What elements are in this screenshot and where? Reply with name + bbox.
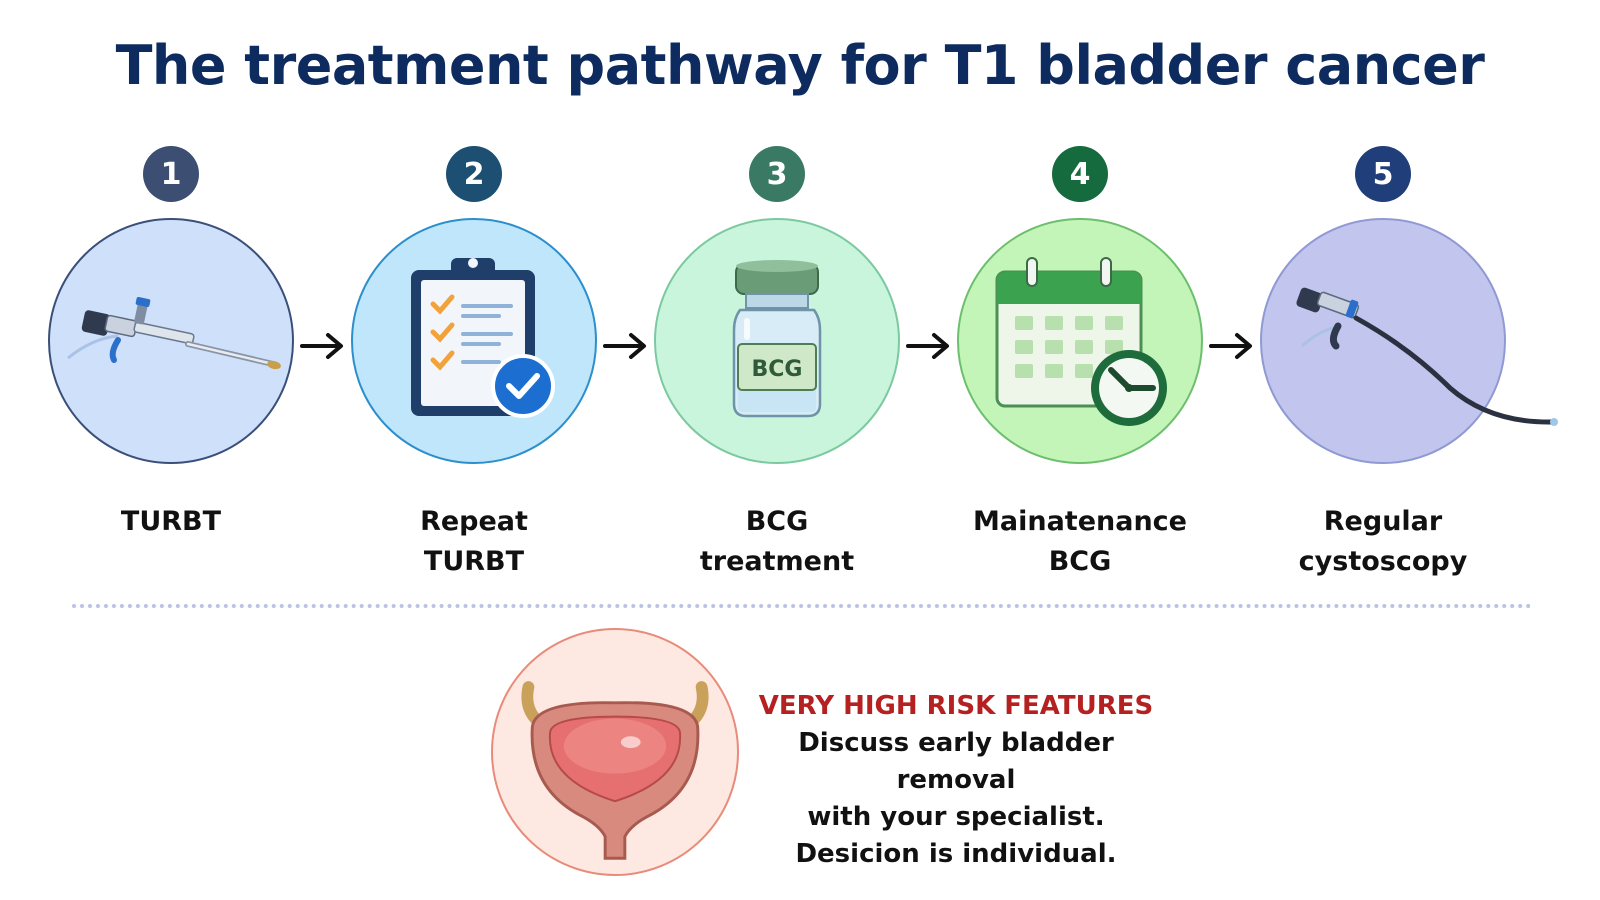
risk-heading: VERY HIGH RISK FEATURES [758,691,1154,721]
step-label-line1: BCG [745,506,809,537]
step-repeat-turbt: 2 Repeat TURBT [349,146,599,582]
step-label-line1: TURBT [120,506,222,537]
step-label-line1: Regular [1323,506,1443,537]
flexible-cystoscope-icon [1296,287,1558,426]
arrow-right-icon [603,333,646,359]
step-illustration [48,218,294,464]
step-label: TURBT [46,502,296,542]
page-title: The treatment pathway for T1 bladder can… [115,34,1485,97]
risk-illustration [491,628,739,876]
bcg-vial-icon: BCG [732,260,822,418]
risk-line: Discuss early bladder removal [798,728,1114,795]
step-illustration: BCG [654,218,900,464]
step-label-line2: cystoscopy [1298,546,1468,577]
bladder-icon [521,681,709,860]
step-number-badge: 1 [143,146,199,202]
step-regular-cystoscopy: 5 Regular cystoscopy [1258,146,1558,582]
step-label-line1: Repeat [420,506,528,537]
resectoscope-icon [67,297,281,370]
step-number-badge: 4 [1052,146,1108,202]
clipboard-check-icon [411,258,555,418]
step-turbt: 1 TURBT [46,146,296,542]
step-label: Regular cystoscopy [1258,502,1508,582]
step-label: Repeat TURBT [349,502,599,582]
step-label-line2: treatment [699,546,855,577]
step-label-line2: BCG [1048,546,1112,577]
step-illustration [957,218,1203,464]
arrow-right-icon [906,333,949,359]
step-illustration [1260,218,1558,464]
step-number-badge: 5 [1355,146,1411,202]
step-maintenance-bcg: 4 Mainatenance BCG [955,146,1205,582]
step-illustration [351,218,597,464]
step-label: Mainatenance BCG [955,502,1205,582]
risk-line: Desicion is individual. [795,839,1117,869]
risk-line: with your specialist. [807,802,1105,832]
arrow-right-icon [1209,333,1252,359]
step-bcg-treatment: 3 BCG BCG treatment [652,146,902,582]
calendar-clock-icon [995,257,1167,426]
step-number-badge: 3 [749,146,805,202]
arrow-right-icon [300,333,343,359]
section-divider [72,604,1532,608]
step-number-badge: 2 [446,146,502,202]
vial-label: BCG [752,357,803,382]
risk-message: VERY HIGH RISK FEATURES Discuss early bl… [736,688,1176,873]
step-label-line1: Mainatenance [973,506,1187,537]
step-label-line2: TURBT [423,546,525,577]
step-label: BCG treatment [652,502,902,582]
